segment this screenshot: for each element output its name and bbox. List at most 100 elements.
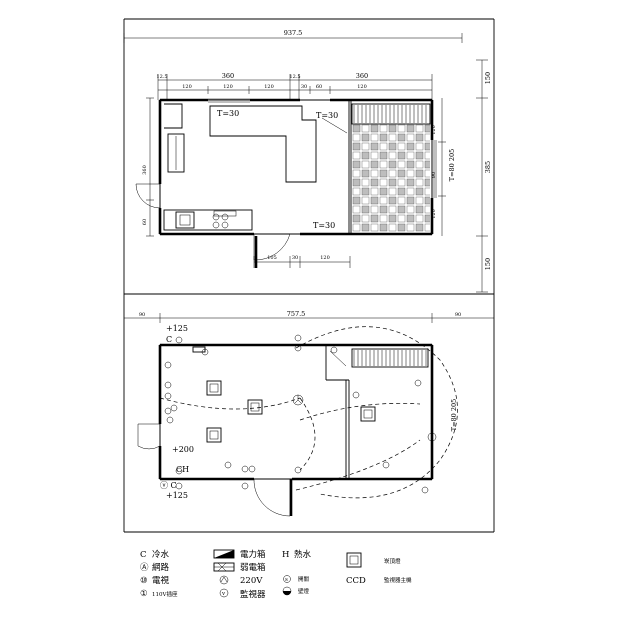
top-plan-doors [135,183,291,268]
floor-tile [388,133,397,142]
top-dim-1: 12.5 [156,74,167,80]
legend-ccd: CCD [346,576,366,586]
floor-tile [370,169,379,178]
legend-hot-water-sym: H [282,550,289,560]
floor-tile [415,133,424,142]
bottom-overall-width: 757.5 [287,310,306,318]
floor-tile [424,196,430,205]
floor-tile [379,142,388,151]
ccd-coverage-lines [159,326,458,499]
legend-switch: 開關 [298,576,310,583]
legend-ceiling-light: 崁頂燈 [384,557,401,565]
right-subdim-3: 120 [431,209,437,219]
floor-tile [379,124,388,133]
floor-tile [424,160,430,169]
floor-tile [352,187,361,196]
floor-tile [370,151,379,160]
floor-tile [388,160,397,169]
electrical-symbols: +125 C +200 CH +125 ⓥ C T=80 205 [160,324,458,500]
floor-tile [352,124,361,133]
floor-tile [361,124,370,133]
floor-tile [406,187,415,196]
floor-tile [388,205,397,214]
left-dim-2: 60 [142,219,148,225]
floor-tile [361,142,370,151]
t-label-2: T=30 [316,111,338,120]
floor-tile [397,160,406,169]
top-subdim-1: 120 [182,84,192,90]
legend-weak-box: 弱電箱 [240,562,266,573]
floor-tile [388,142,397,151]
left-dim-1: 360 [142,165,148,175]
floor-tile [370,124,379,133]
ceiling-light-icon [247,399,263,415]
mark-c-bottom: ⓥ C [160,481,177,490]
floor-tile [379,196,388,205]
floor-tile [397,151,406,160]
floor-tile [370,133,379,142]
floor-tile [424,169,430,178]
wall-lamp-icon [282,586,292,596]
floor-tile [352,178,361,187]
floor-tile [370,142,379,151]
right-subdim-1: 120 [431,125,437,135]
power-box-icon [213,549,235,559]
svg-text:v: v [221,591,226,597]
top-plan-windows [208,98,437,198]
floor-tile [397,133,406,142]
floor-tile [397,223,406,232]
floor-tile [388,178,397,187]
floor-tile [361,214,370,223]
floor-tile [361,160,370,169]
bottom-dim-1: 105 [267,255,277,261]
legend-wall-lamp: 壁燈 [298,587,310,595]
top-overall-dimension: 937.5 [123,29,463,43]
floor-tile [415,223,424,232]
floor-tile [352,169,361,178]
floor-tile [370,196,379,205]
floor-tile [379,214,388,223]
mark-c-top: C [166,335,172,344]
floor-tile [352,142,361,151]
ccd-icon [346,552,362,568]
floor-tile [397,187,406,196]
floor-tile [388,124,397,133]
bottom-dim-3: 120 [320,255,330,261]
floor-tile [406,133,415,142]
bottom-side-label: T=80 205 [450,399,458,432]
left-dimension-chain: 360 60 [142,97,154,237]
floor-tile [352,223,361,232]
floor-tile [370,214,379,223]
top-dim-3: 12.5 [289,74,300,80]
legend-cold-water-sym: C [140,550,147,560]
floor-tile [415,142,424,151]
legend-monitor: 監視器 [240,589,266,600]
floor-tile [370,223,379,232]
floor-tile [361,187,370,196]
floor-tile [397,205,406,214]
floor-tile [397,178,406,187]
legend-tv-text: 電視 [152,575,170,586]
floor-tile [415,178,424,187]
top-bottom-dimension-chain: 105 30 120 [253,255,351,268]
floor-tile [424,223,430,232]
ceiling-light-icon [206,427,222,443]
floor-tile [415,151,424,160]
floor-tile [406,178,415,187]
top-subdim-6: 60 [316,84,322,90]
floor-tile [352,214,361,223]
drawing-frame [123,18,495,533]
floor-tile [379,151,388,160]
tile-floor-pattern [351,103,431,232]
floor-tile [406,223,415,232]
right-dim-3: 150 [484,258,492,270]
bottom-plan-walls [158,343,434,481]
floor-tile [424,124,430,133]
top-overall-width: 937.5 [284,29,303,37]
legend-power-box: 電力箱 [240,549,266,560]
floor-tile [406,214,415,223]
floor-tile [352,133,361,142]
floor-tile [424,142,430,151]
floor-tile [406,196,415,205]
floor-tile [424,214,430,223]
